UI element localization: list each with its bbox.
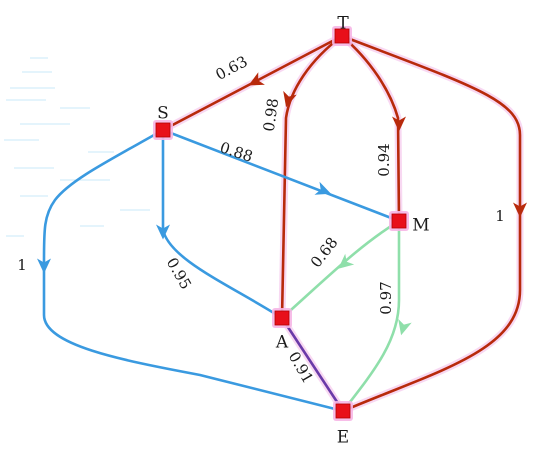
- edge-weight-label: 0.63: [213, 52, 251, 84]
- edge-t-m: [340, 34, 401, 223]
- edge-weight-label: 0.68: [307, 234, 342, 271]
- edge-weight-label: 0.97: [377, 281, 395, 314]
- edge-weight-label: 1: [17, 256, 27, 274]
- edge-arrowhead: [156, 224, 170, 240]
- node-label-a: A: [275, 333, 289, 353]
- node-label-t: T: [337, 14, 349, 34]
- node-label-m: M: [412, 216, 429, 236]
- edge-arrowhead: [513, 202, 527, 218]
- edge-arrowhead: [37, 258, 51, 274]
- node-e: [335, 403, 351, 419]
- edge-weight-label: 0.95: [163, 255, 195, 293]
- node-layer: [153, 26, 409, 421]
- edge-s-e: [42, 128, 345, 413]
- edge-arrowhead: [338, 253, 355, 269]
- edge-halo-t-e: [338, 32, 524, 415]
- edge-arrowhead: [283, 90, 297, 108]
- arrow-layer: [37, 72, 527, 336]
- edge-arrowhead: [398, 318, 412, 336]
- edge-t-a: [280, 34, 344, 320]
- edge-arrowhead: [248, 72, 265, 86]
- node-t: [334, 28, 350, 44]
- edge-a-e: [280, 316, 345, 413]
- edge-m-e: [341, 219, 401, 413]
- background-artifacts: [4, 57, 150, 237]
- edge-weight-label: 0.98: [260, 97, 282, 133]
- edge-weight-label: 1: [495, 207, 505, 225]
- edge-weight-label: 0.91: [285, 349, 317, 387]
- edge-s-m: [161, 128, 401, 223]
- edge-halo-layer: [159, 32, 524, 415]
- edge-weight-label: 0.88: [218, 138, 255, 165]
- edge-t-e: [340, 34, 522, 413]
- edge-halo-t-a: [278, 32, 346, 322]
- edge-arrowhead: [392, 116, 406, 132]
- node-a: [274, 310, 290, 326]
- node-label-s: S: [157, 104, 169, 124]
- node-s: [155, 122, 171, 138]
- node-label-e: E: [337, 428, 349, 448]
- edge-weight-label: 0.94: [375, 143, 393, 176]
- node-m: [391, 213, 407, 229]
- edge-arrowhead: [314, 181, 331, 195]
